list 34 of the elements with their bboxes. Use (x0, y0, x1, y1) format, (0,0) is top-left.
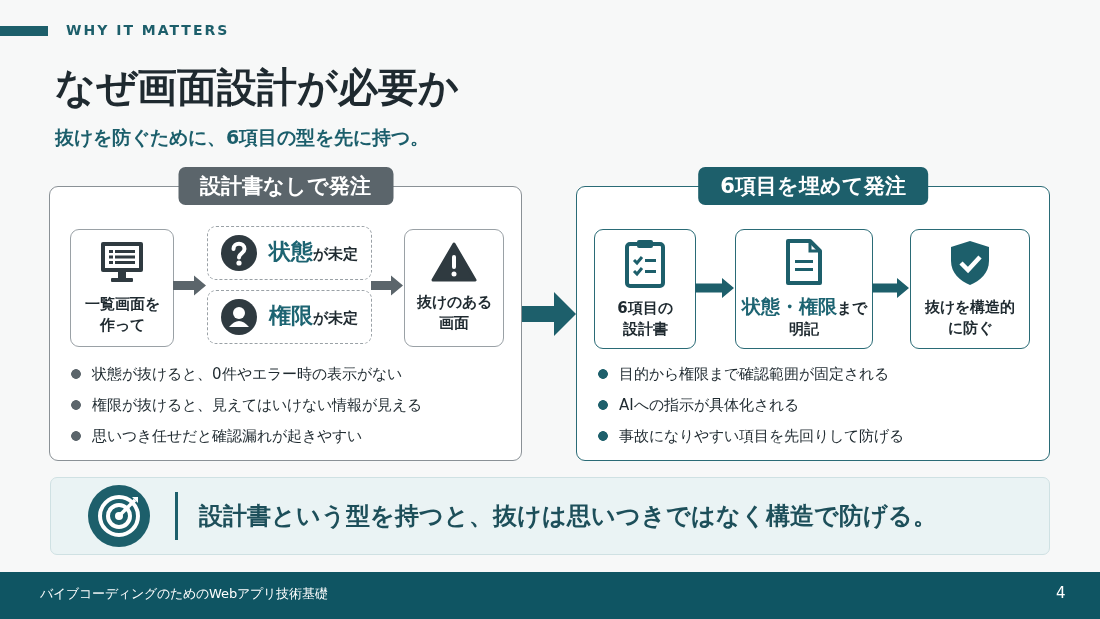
bullet-text: 状態が抜けると、0件やエラー時の表示がない (70, 363, 402, 385)
arrow (872, 278, 909, 298)
bullet-text: 目的から権限まで確認範囲が固定される (597, 363, 889, 385)
footer-text: バイブコーディングのためのWebアプリ技術基礎 (40, 585, 329, 603)
arrow (173, 275, 206, 296)
bullet-text: AIへの指示が具体化される (597, 394, 799, 416)
step-card (594, 229, 696, 349)
page-number: 4 (1056, 584, 1066, 602)
step-label: 抜けを構造的に防ぐ (924, 297, 1016, 339)
step-label: 権限が未定 (269, 305, 358, 329)
subtitle: 抜けを防ぐために、6項目の型を先に持つ。 (55, 125, 430, 150)
dashed-box (207, 290, 372, 344)
step-label: 6項目の設計書 (616, 298, 674, 340)
dashed-box (207, 226, 372, 280)
key-message: 設計書という型を持つと、抜けは思いつきではなく構造で防げる。 (199, 501, 937, 532)
arrow (695, 278, 734, 298)
section-label: WHY IT MATTERS (66, 22, 230, 38)
arrow (371, 275, 403, 296)
step-card (910, 229, 1030, 349)
bullet-text: 事故になりやすい項目を先回りして防げる (597, 425, 904, 447)
step-card (735, 229, 873, 349)
step-label: 状態・権限まで明記 (740, 296, 869, 340)
bullet-text: 思いつき任せだと確認漏れが起きやすい (70, 425, 362, 447)
step-card (70, 229, 174, 347)
step-card (404, 229, 504, 347)
step-label: 状態が未定 (269, 241, 358, 265)
bullet-text: 権限が抜けると、見えてはいけない情報が見える (70, 394, 422, 416)
panel-heading: 6項目を埋めて発注 (698, 167, 928, 205)
arrow (522, 292, 576, 336)
message-banner (50, 477, 1050, 555)
step-label: 一覧画面を作って (83, 294, 161, 336)
slide-title: なぜ画面設計が必要か (55, 63, 459, 112)
panel-heading: 設計書なしで発注 (178, 167, 393, 205)
step-label: 抜けのある画面 (415, 292, 493, 334)
